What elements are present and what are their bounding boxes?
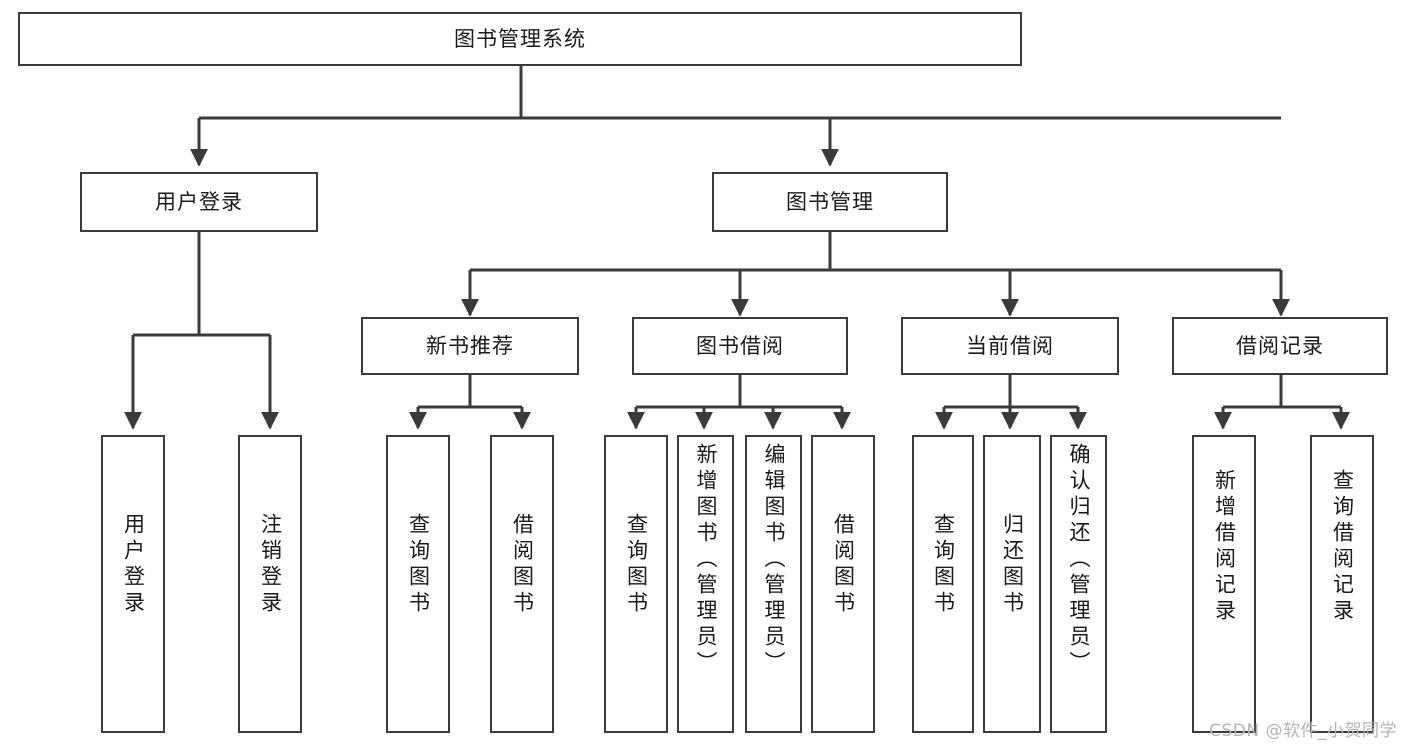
node-leaf-edit-book[interactable]: 编辑图书（管理员） [745,435,802,733]
node-current-borrow[interactable]: 当前借阅 [901,317,1119,375]
node-user-login[interactable]: 用户登录 [80,172,318,232]
node-leaf-query-book-3[interactable]: 查询图书 [912,435,974,733]
node-leaf-borrow-book-2-label: 借阅图书 [831,513,856,617]
node-leaf-query-book-2[interactable]: 查询图书 [604,435,668,733]
node-leaf-add-book-label: 新增图书（管理员） [694,443,718,677]
node-leaf-borrow-book-1[interactable]: 借阅图书 [490,435,554,733]
node-leaf-query-book-2-label: 查询图书 [624,513,649,617]
node-leaf-add-record[interactable]: 新增借阅记录 [1192,435,1256,733]
node-current-borrow-label: 当前借阅 [966,333,1054,358]
node-leaf-edit-book-label: 编辑图书（管理员） [762,443,786,677]
node-leaf-user-login-label: 用户登录 [121,513,146,617]
node-leaf-confirm-return-label: 确认归还（管理员） [1067,443,1091,677]
node-leaf-borrow-book-2[interactable]: 借阅图书 [811,435,875,733]
node-borrow-record-label: 借阅记录 [1236,333,1324,358]
watermark-text: CSDN @软件_小贺同学 [1209,721,1397,741]
node-leaf-logout-login-label: 注销登录 [258,513,283,617]
node-book-manage[interactable]: 图书管理 [712,172,948,232]
node-leaf-logout-login[interactable]: 注销登录 [238,435,302,733]
node-new-book-recommend[interactable]: 新书推荐 [361,317,579,375]
node-leaf-confirm-return[interactable]: 确认归还（管理员） [1050,435,1107,733]
node-leaf-return-book-label: 归还图书 [1000,513,1025,617]
node-leaf-query-book-1-label: 查询图书 [406,513,431,617]
node-leaf-query-record-label: 查询借阅记录 [1330,469,1355,625]
node-book-borrow-label: 图书借阅 [696,333,784,358]
node-leaf-return-book[interactable]: 归还图书 [983,435,1041,733]
node-leaf-query-book-3-label: 查询图书 [931,513,956,617]
node-leaf-query-record[interactable]: 查询借阅记录 [1310,435,1374,733]
node-leaf-add-book[interactable]: 新增图书（管理员） [677,435,734,733]
node-root-label: 图书管理系统 [454,26,586,51]
node-book-manage-label: 图书管理 [786,189,874,214]
node-leaf-query-book-1[interactable]: 查询图书 [386,435,450,733]
node-leaf-user-login[interactable]: 用户登录 [101,435,165,733]
node-book-borrow[interactable]: 图书借阅 [632,317,848,375]
node-leaf-borrow-book-1-label: 借阅图书 [510,513,535,617]
node-new-book-recommend-label: 新书推荐 [426,333,514,358]
node-root[interactable]: 图书管理系统 [18,12,1022,66]
node-borrow-record[interactable]: 借阅记录 [1172,317,1388,375]
node-leaf-add-record-label: 新增借阅记录 [1212,469,1237,625]
node-user-login-label: 用户登录 [155,189,243,214]
